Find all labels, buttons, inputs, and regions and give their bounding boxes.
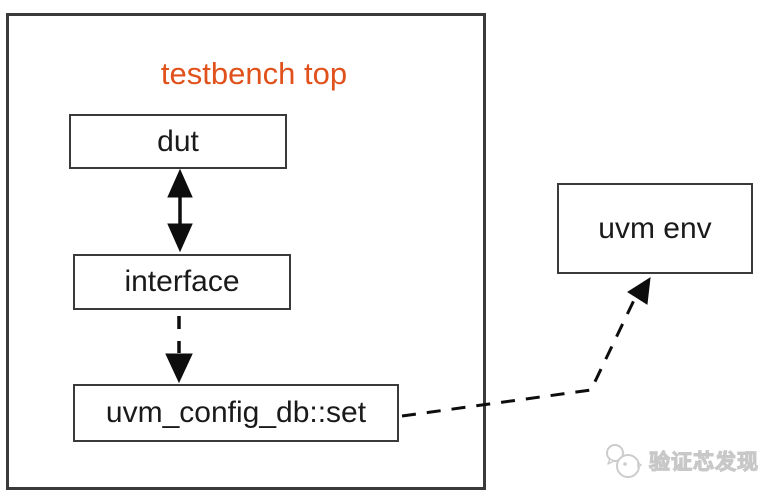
node-interface: interface [73, 254, 291, 310]
node-uvm-config-db-set-label: uvm_config_db::set [105, 396, 367, 429]
node-uvm-env-label: uvm env [598, 211, 712, 245]
testbench-top-label: testbench top [160, 56, 348, 91]
node-uvm-env: uvm env [557, 183, 753, 274]
watermark: 验证芯发现 [604, 441, 759, 481]
node-dut: dut [69, 114, 287, 169]
node-uvm-config-db-set: uvm_config_db::set [73, 384, 399, 442]
node-dut-label: dut [157, 124, 199, 158]
node-interface-label: interface [124, 265, 240, 298]
watermark-text: 验证芯发现 [648, 450, 759, 474]
chat-bubbles-logo-icon [606, 444, 642, 478]
